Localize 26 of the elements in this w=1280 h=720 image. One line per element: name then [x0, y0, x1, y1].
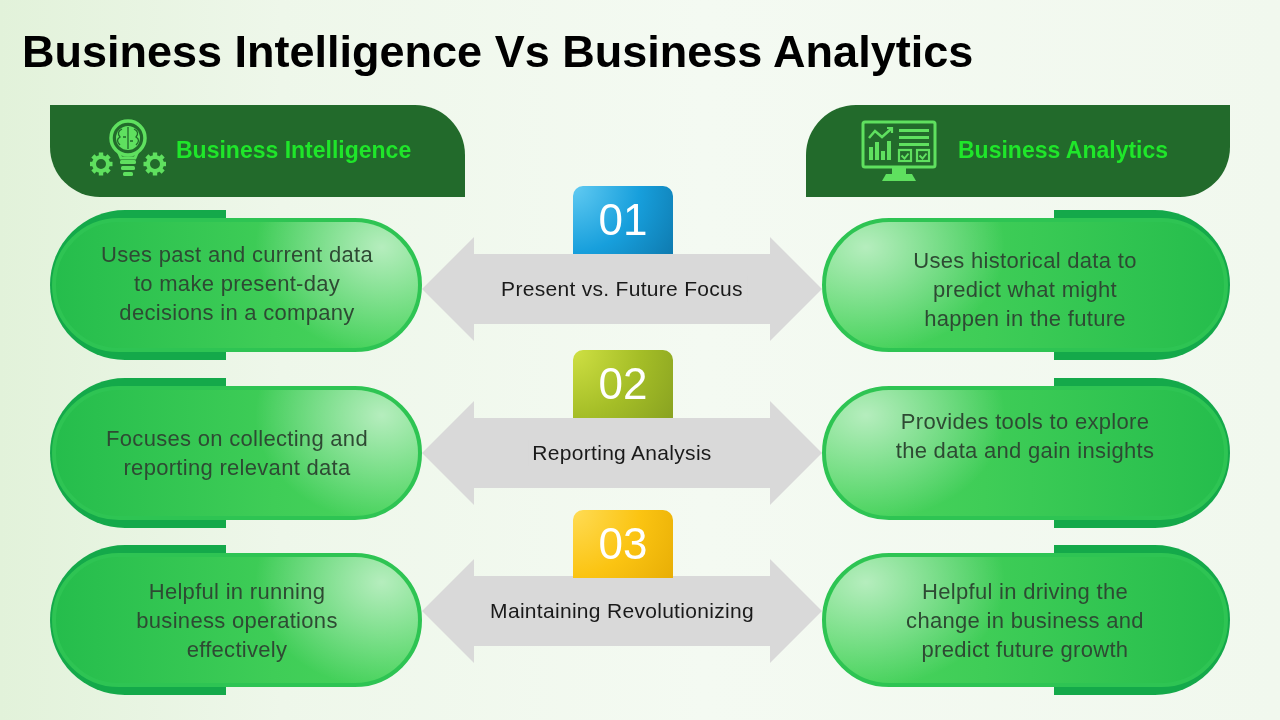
pill-text: Provides tools to explore the data and gain insights	[894, 408, 1156, 465]
double-arrow	[422, 401, 822, 505]
number-badge	[573, 350, 673, 418]
page-title: Business Intelligence Vs Business Analytics	[22, 27, 974, 77]
description-pill	[822, 210, 1230, 360]
step-number: 01	[598, 198, 648, 242]
number-badge	[573, 186, 673, 254]
pill-text: Uses past and current data to make present-day decisions in a company	[100, 240, 374, 327]
description-pill	[50, 545, 422, 695]
description-pill	[822, 545, 1230, 695]
description-pill	[50, 210, 422, 360]
step-number: 03	[598, 522, 648, 566]
description-pill	[50, 378, 422, 528]
pill-text: Helpful in driving the change in business and predict future growth	[905, 577, 1145, 664]
header-title: Business Intelligence	[176, 137, 412, 165]
double-arrow	[422, 559, 822, 663]
pill-text: Uses historical data to predict what might happen in the future	[912, 246, 1138, 333]
double-arrow	[422, 237, 822, 341]
pill-text: Focuses on collecting and reporting relevant data	[105, 425, 369, 482]
header-title: Business Analytics	[958, 137, 1169, 165]
header-banner	[50, 105, 465, 197]
header-banner	[806, 105, 1230, 197]
description-pill	[822, 378, 1230, 528]
pill-text: Helpful in running business operations effectively	[135, 577, 339, 664]
number-badge	[573, 510, 673, 578]
step-number: 02	[598, 362, 648, 406]
